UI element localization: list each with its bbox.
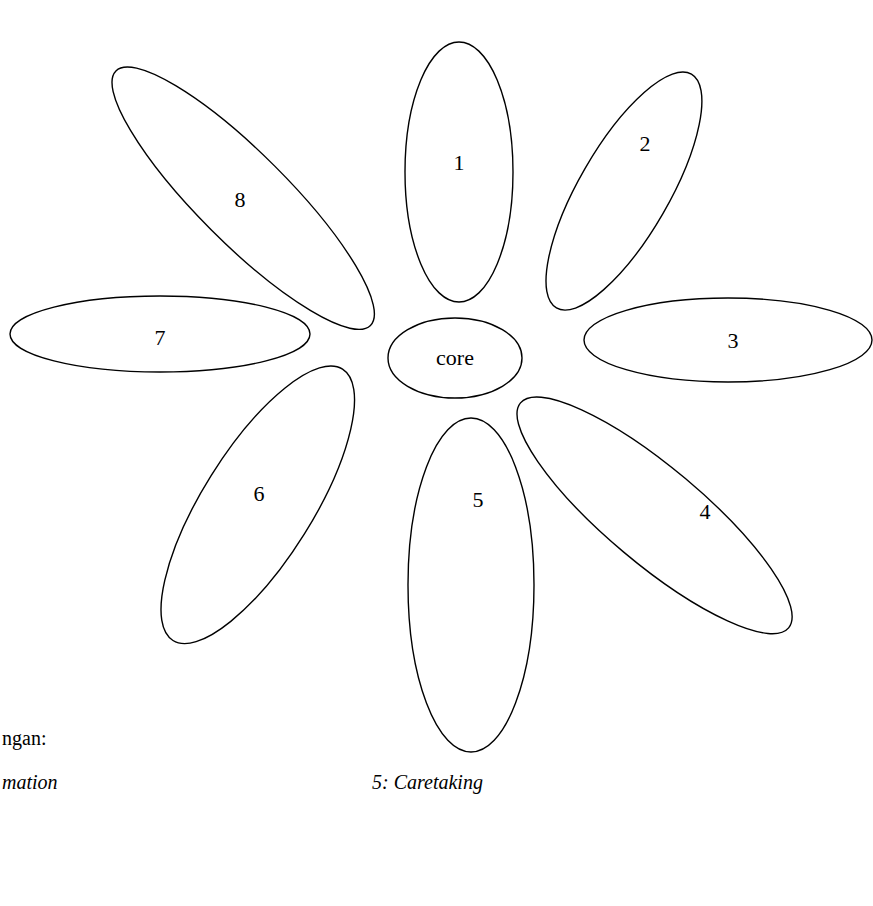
ellipse-outline [161, 366, 355, 644]
petal-ellipse: 3 [584, 298, 872, 382]
ellipse-outline [408, 418, 534, 752]
petal-number: 7 [155, 327, 166, 349]
petal-ellipse: 7 [10, 296, 310, 372]
core-label: core [436, 347, 474, 369]
ellipse-outline [546, 72, 702, 310]
ellipse-shape [490, 366, 820, 665]
petal-number: 8 [234, 189, 245, 211]
petal-number: 5 [473, 489, 484, 511]
ellipse-shape [518, 52, 731, 331]
petal-number: 6 [253, 483, 264, 505]
petal-number: 2 [639, 133, 650, 155]
petal-ellipse: 6 [161, 366, 355, 644]
petal-number: 4 [700, 501, 711, 523]
petal-ellipse: 1 [405, 42, 513, 302]
ellipse-outline [517, 397, 792, 634]
ellipse-shape [408, 418, 534, 752]
legend-note: 5: Caretaking [372, 771, 483, 793]
ellipse-shape [10, 296, 310, 372]
core-ellipse: core [388, 318, 522, 398]
ellipse-shape [584, 298, 872, 382]
legend-note: mation [2, 771, 58, 793]
petal-ellipse: 8 [112, 67, 374, 329]
ellipse-shape [388, 318, 522, 398]
petal-ellipse: 2 [546, 72, 702, 310]
petal-ellipse: 4 [517, 397, 792, 634]
ellipse-shape [84, 39, 402, 357]
ellipse-shape [127, 340, 390, 670]
petal-ellipse: 5 [408, 418, 534, 752]
legend-note: ngan: [2, 727, 46, 749]
petal-number: 3 [728, 330, 739, 352]
ellipse-shape [405, 42, 513, 302]
petal-number: 1 [454, 152, 465, 174]
